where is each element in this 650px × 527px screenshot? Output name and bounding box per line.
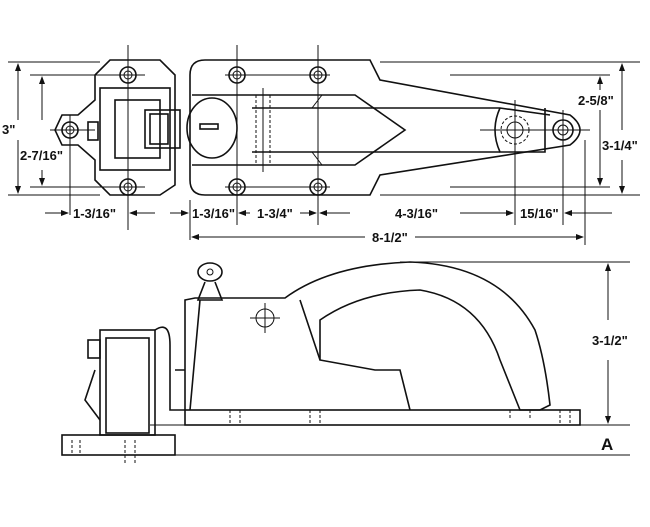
dim-latch-hole-offset: 1-3/16": [192, 206, 235, 221]
dim-pivot-distance: 4-3/16": [395, 206, 438, 221]
dim-strike-hole-spacing: 2-7/16": [20, 148, 63, 163]
latch-holes: [228, 66, 574, 196]
latch-side-view: [61, 261, 581, 465]
dim-overall-length: 8-1/2": [372, 230, 408, 245]
dim-latch-height: 3-1/4": [602, 138, 638, 153]
dim-latch-hole-vertical: 2-5/8": [578, 93, 614, 108]
dim-end-hole-spacing: 15/16": [520, 206, 559, 221]
dim-offset-label: A: [601, 435, 613, 454]
dim-strike-width: 1-3/16": [73, 206, 116, 221]
strike-holes: [61, 66, 137, 196]
top-dimensions: [8, 61, 640, 240]
side-dimensions: [110, 261, 630, 456]
dim-strike-height: 3": [2, 122, 15, 137]
dim-side-height: 3-1/2": [592, 333, 628, 348]
strike-plate-top-view: [54, 59, 181, 196]
latch-body-top-view: [50, 45, 590, 245]
dim-latch-hole-spacing: 1-3/4": [257, 206, 293, 221]
